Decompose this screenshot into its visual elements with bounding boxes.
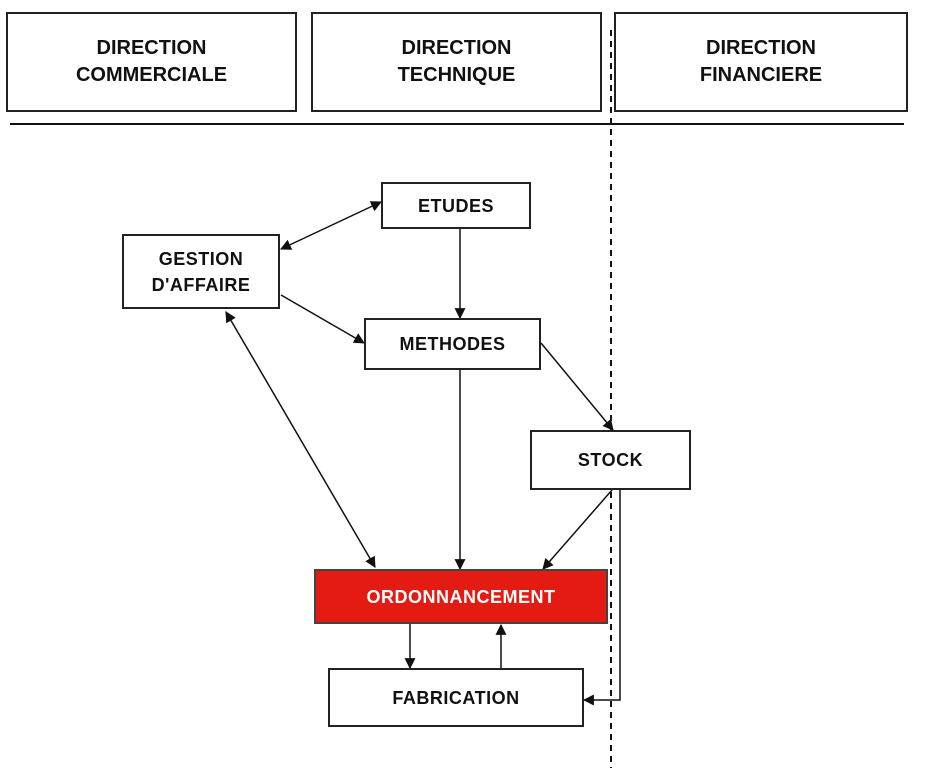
edge-gestion-ordonnancement [225, 311, 376, 568]
node-gestion-label-line1: GESTION [158, 248, 244, 269]
header-commerciale-line2: COMMERCIALE [75, 64, 228, 86]
header-technique-line1: DIRECTION [401, 37, 512, 59]
edge-gestion-methodes [280, 294, 365, 344]
node-fabrication-label: FABRICATION [392, 687, 520, 708]
node-methodes: METHODES [364, 318, 541, 370]
node-ordonnancement-label: ORDONNANCEMENT [366, 586, 556, 607]
header-financiere-line2: FINANCIERE [699, 64, 823, 86]
edge-stock-fabrication [582, 490, 621, 706]
node-methodes-label: METHODES [399, 334, 506, 354]
node-etudes: ETUDES [381, 182, 531, 229]
node-ordonnancement: ORDONNANCEMENT [314, 569, 608, 624]
header-direction-commerciale: DIRECTION COMMERCIALE [6, 12, 297, 112]
node-fabrication: FABRICATION [328, 668, 584, 727]
header-commerciale-line1: DIRECTION [96, 37, 207, 59]
edge-gestion-etudes [280, 201, 382, 250]
edge-methodes-stock [540, 342, 614, 431]
node-etudes-label: ETUDES [417, 195, 494, 216]
node-gestion-affaire: GESTION D'AFFAIRE [122, 234, 280, 309]
header-direction-financiere: DIRECTION FINANCIERE [614, 12, 908, 112]
node-stock: STOCK [530, 430, 691, 490]
header-direction-technique: DIRECTION TECHNIQUE [311, 12, 602, 112]
node-stock-label: STOCK [577, 450, 644, 470]
header-technique-line2: TECHNIQUE [397, 64, 516, 86]
header-financiere-line1: DIRECTION [706, 37, 816, 59]
node-gestion-label-line2: D'AFFAIRE [151, 274, 251, 295]
edge-stock-ordonnancement [542, 489, 613, 570]
